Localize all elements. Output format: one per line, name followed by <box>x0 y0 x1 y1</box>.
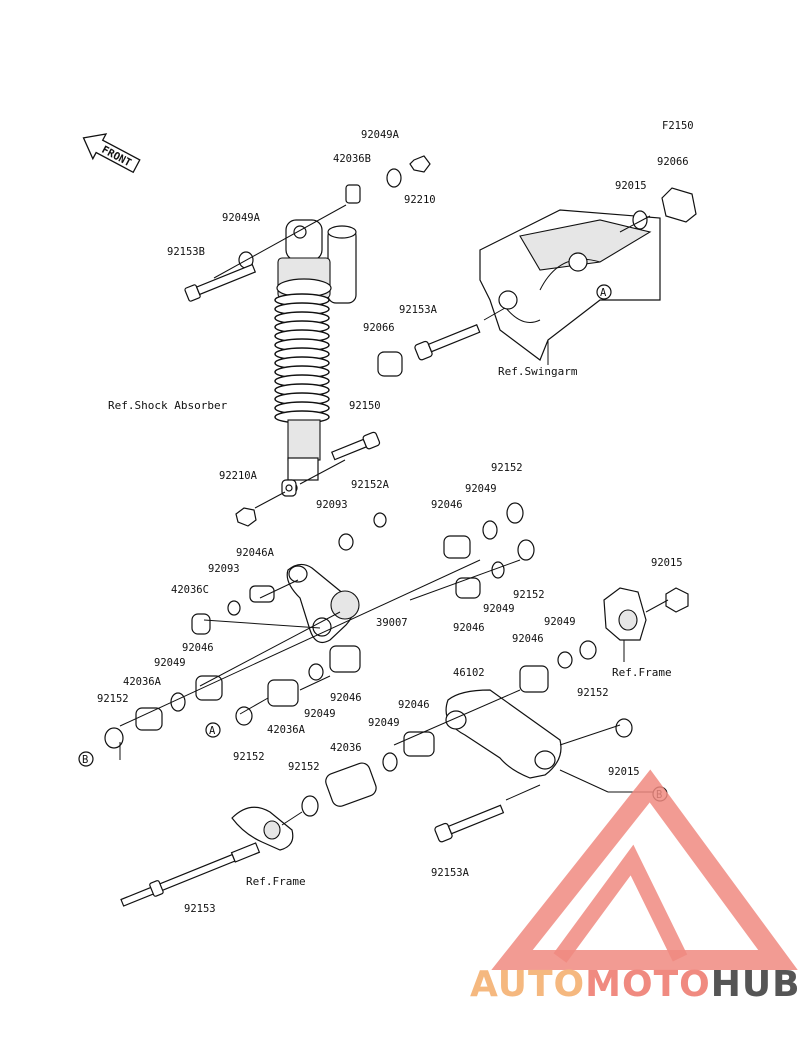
part-label: 92046 <box>182 642 214 654</box>
part-label: 92153A <box>399 304 438 316</box>
marker-a-link: A <box>205 722 221 738</box>
part-label: 92152 <box>577 687 609 699</box>
rocker-arm[interactable] <box>286 563 360 643</box>
brand-part-moto: MOTO <box>585 964 711 1005</box>
part-label: 42036A <box>267 724 306 736</box>
swingarm-ref <box>479 209 661 365</box>
part-label: 92015 <box>608 766 640 778</box>
part-label: 92093 <box>316 499 348 511</box>
svg-text:B: B <box>82 754 88 766</box>
part-label: 92049 <box>368 717 400 729</box>
part-labels: 92049A 42036B 92210 92066 92015 92049A 9… <box>97 129 689 915</box>
frame-ref-bottom <box>231 806 294 851</box>
part-label: 92093 <box>208 563 240 575</box>
part-label: 92015 <box>651 557 683 569</box>
part-label: 39007 <box>376 617 408 629</box>
part-label: 92152 <box>233 751 265 763</box>
part-label: 92152 <box>513 589 545 601</box>
part-label: 92049A <box>361 129 400 141</box>
part-label: 92049 <box>304 708 336 720</box>
part-label: 92210 <box>404 194 436 206</box>
part-label: 42036 <box>330 742 362 754</box>
shock-bottom-hardware[interactable] <box>235 431 381 527</box>
svg-text:AUTOMOTOHUB: AUTOMOTOHUB <box>470 964 800 1005</box>
part-label: 92152 <box>288 761 320 773</box>
swingarm-hardware[interactable] <box>377 187 697 377</box>
part-label: 92049 <box>483 603 515 615</box>
front-arrow-icon: FRONT <box>82 133 141 174</box>
marker-b-left: B <box>78 751 94 767</box>
part-label: 92046 <box>398 699 430 711</box>
part-label: 92152A <box>351 479 390 491</box>
frame-ref-right <box>603 587 669 662</box>
brand-part-hub: HUB <box>711 964 800 1005</box>
guide-lines <box>119 559 654 826</box>
link-hardware[interactable] <box>104 502 689 843</box>
shock-absorber[interactable] <box>274 219 357 497</box>
part-label: 92046A <box>236 547 275 559</box>
part-label: 92153A <box>431 867 470 879</box>
part-label: 92210A <box>219 470 258 482</box>
marker-a-swingarm: A <box>596 284 612 300</box>
part-label: 42036C <box>171 584 209 596</box>
part-label: 92066 <box>363 322 395 334</box>
part-label: 92066 <box>657 156 689 168</box>
svg-text:A: A <box>600 287 607 299</box>
part-label: 92153 <box>184 903 216 915</box>
part-label: 92046 <box>453 622 485 634</box>
ref-shock-absorber: Ref.Shock Absorber <box>108 399 228 412</box>
part-label: 42036A <box>123 676 162 688</box>
part-label: 92153B <box>167 246 205 258</box>
automotohub-logo: AUTOMOTOHUB <box>470 769 800 1005</box>
part-label: 92046 <box>330 692 362 704</box>
ref-swingarm: Ref.Swingarm <box>498 365 578 378</box>
shock-spring <box>274 293 330 424</box>
tie-rod[interactable] <box>445 689 562 779</box>
part-label: 92049A <box>222 212 261 224</box>
part-label: 92046 <box>431 499 463 511</box>
part-label: 42036B <box>333 153 371 165</box>
figure-code: F2150 <box>662 120 694 132</box>
part-label: 92049 <box>544 616 576 628</box>
part-label: 92049 <box>154 657 186 669</box>
part-label: 46102 <box>453 667 485 679</box>
part-label: 92150 <box>349 400 381 412</box>
part-label: 92152 <box>491 462 523 474</box>
part-label: 92152 <box>97 693 129 705</box>
ref-frame-right: Ref.Frame <box>612 666 672 679</box>
shock-top-hardware[interactable] <box>184 155 431 302</box>
svg-text:A: A <box>209 725 216 737</box>
ref-frame-bottom: Ref.Frame <box>246 875 306 888</box>
pivot-bolt-92153[interactable] <box>120 841 261 909</box>
brand-part-auto: AUTO <box>470 964 585 1005</box>
part-label: 92015 <box>615 180 647 192</box>
part-label: 92046 <box>512 633 544 645</box>
part-label: 92049 <box>465 483 497 495</box>
